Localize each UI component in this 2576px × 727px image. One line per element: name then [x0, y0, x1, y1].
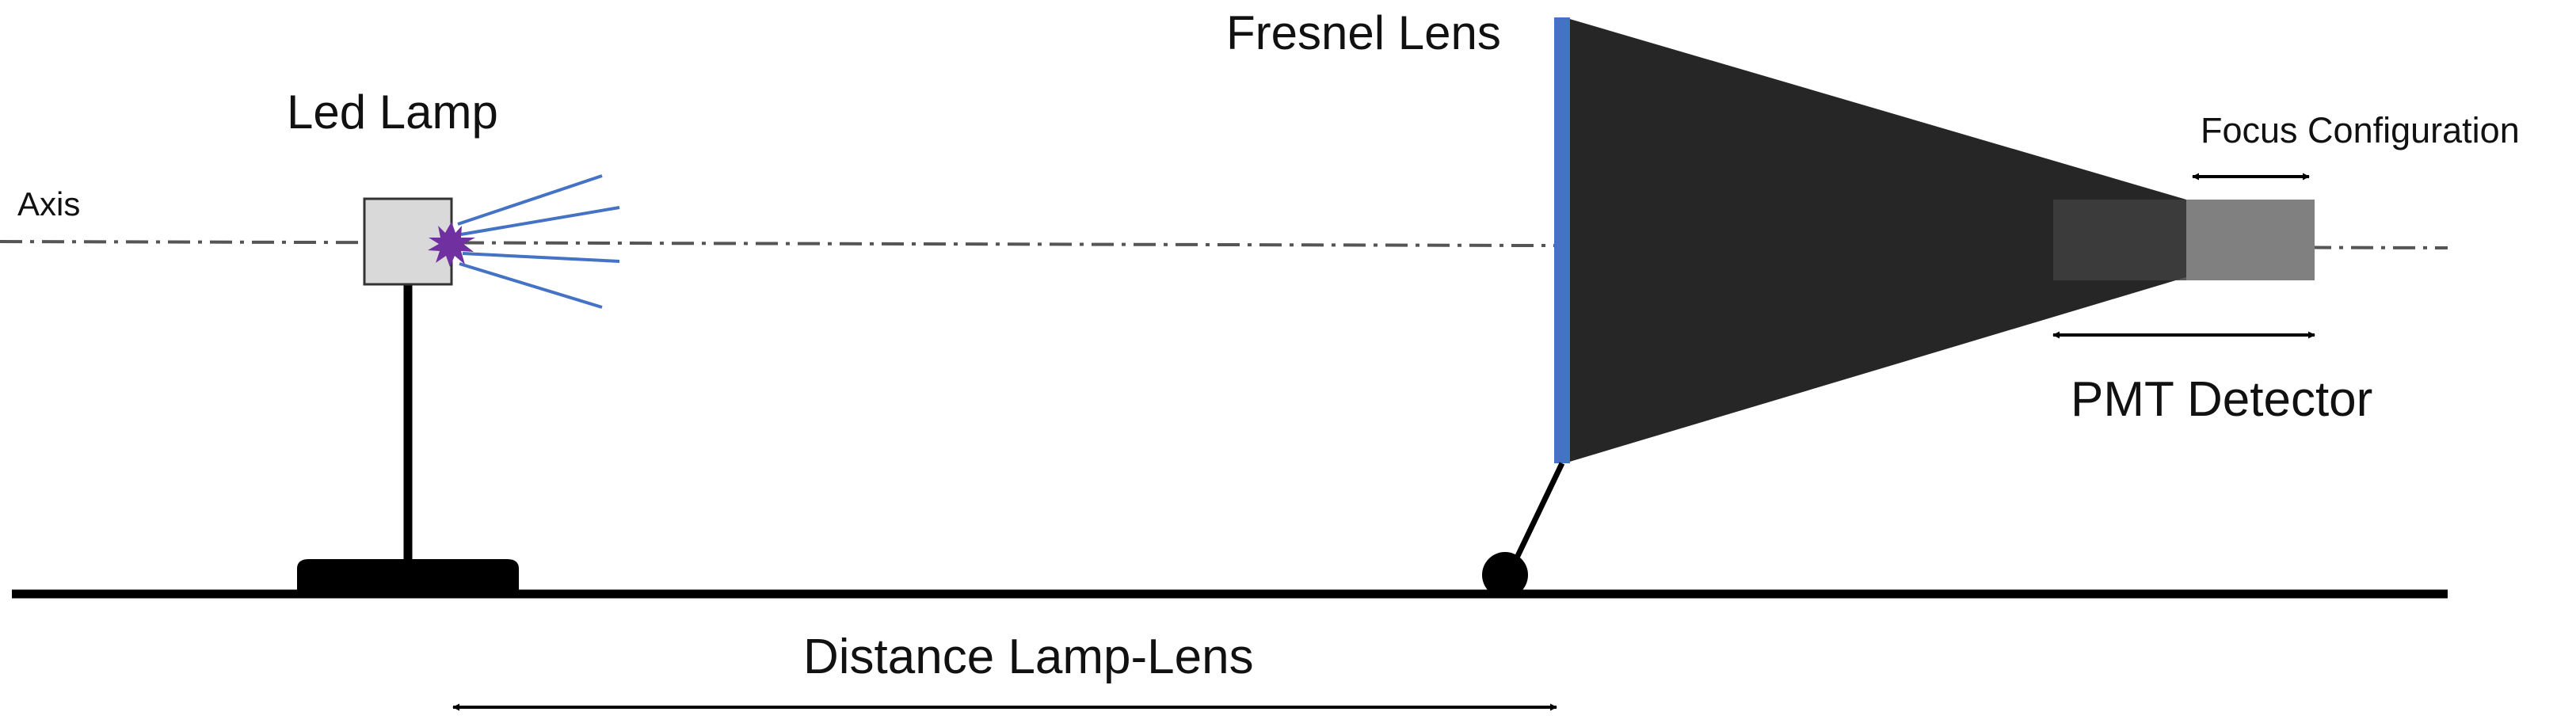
pmt-detector-label: PMT Detector [2071, 372, 2372, 427]
light-ray-2 [460, 206, 620, 236]
axis-label: Axis [17, 185, 80, 223]
lens-support-arm [1506, 462, 1565, 576]
light-cone [1564, 17, 2186, 463]
led-lamp-label: Led Lamp [287, 86, 498, 139]
fresnel-lens-label: Fresnel Lens [1226, 6, 1501, 59]
fresnel-lens-bar [1554, 17, 1570, 463]
pmt-detector-block [2186, 200, 2315, 280]
distance-lamp-lens-label: Distance Lamp-Lens [803, 630, 1254, 684]
lens-pivot-filled-circle-icon [1482, 552, 1528, 598]
light-ray-3 [462, 252, 620, 263]
lamp-base [297, 559, 519, 592]
light-ray-1 [457, 174, 603, 226]
light-rays [457, 174, 620, 309]
focus-configuration-label: Focus Configuration [2201, 110, 2520, 150]
pmt-detector-faded-block [2053, 200, 2186, 280]
starburst-icon [428, 222, 475, 267]
light-ray-4 [459, 262, 603, 309]
